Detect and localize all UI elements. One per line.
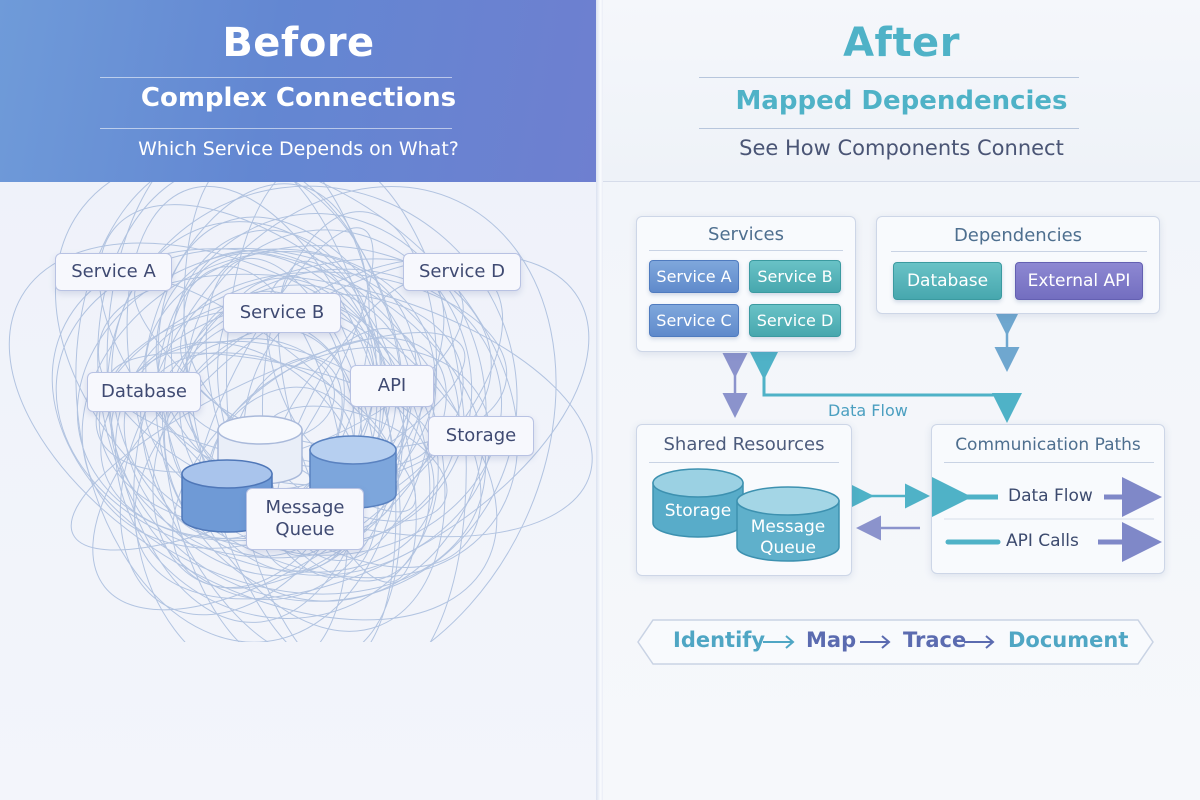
path-data-flow: Data Flow [1008, 486, 1093, 506]
step-identify: Identify [673, 628, 766, 652]
panel-divider [596, 0, 605, 800]
shared-resources-rule [649, 462, 839, 463]
before-header: Before Complex Connections Which Service… [0, 0, 597, 182]
after-title-rule [699, 77, 1079, 78]
after-subtitle: Mapped Dependencies [735, 86, 1068, 116]
after-tagline: See How Components Connect [739, 136, 1064, 160]
dependencies-rule [891, 251, 1147, 252]
data-flow-label: Data Flow [828, 401, 908, 420]
tangle-curve [114, 299, 439, 619]
chip-service-a: Service A [649, 260, 739, 293]
path-arrows [932, 477, 1162, 562]
chip-external-api: External API [1015, 262, 1143, 300]
services-card: Services Service A Service B Service C S… [636, 216, 856, 352]
before-title: Before [222, 20, 375, 66]
tangle-curve [95, 258, 464, 473]
node-api: API [350, 365, 434, 407]
chip-service-c: Service C [649, 304, 739, 337]
shared-resources-card: Shared Resources Storage Message Queue [636, 424, 852, 576]
process-arrow-3 [964, 635, 995, 649]
step-document: Document [1008, 628, 1129, 652]
step-trace: Trace [903, 628, 967, 652]
after-subtitle-rule [699, 128, 1079, 129]
tangle-curve [54, 182, 519, 579]
chip-service-d: Service D [749, 304, 841, 337]
message-queue-label: Message Queue [750, 517, 826, 559]
process-bar [637, 619, 1154, 665]
chip-service-b: Service B [749, 260, 841, 293]
step-map: Map [806, 628, 857, 652]
communication-paths-title: Communication Paths [955, 435, 1141, 455]
before-question: Which Service Depends on What? [138, 138, 459, 160]
resource-cylinders [652, 468, 840, 562]
process-arrow-2 [860, 635, 891, 649]
tangle-curve [106, 185, 518, 602]
process-arrow-1 [763, 635, 795, 649]
dependencies-title: Dependencies [953, 225, 1083, 246]
node-service-b: Service B [223, 293, 341, 333]
services-rule [649, 250, 843, 251]
communication-paths-card: Communication Paths Data Flow API Calls [931, 424, 1165, 574]
before-subtitle: Complex Connections [140, 83, 457, 113]
node-service-d: Service D [403, 253, 521, 291]
data-flow-arrow [749, 350, 1022, 423]
services-title: Services [708, 224, 784, 245]
path-api-calls: API Calls [1006, 531, 1079, 551]
tangle-curve [133, 186, 557, 642]
shared-resources-title: Shared Resources [663, 434, 825, 455]
node-storage: Storage [428, 416, 534, 456]
tangle-curve [155, 213, 487, 602]
tangle-curve [261, 211, 438, 562]
before-panel: Before Complex Connections Which Service… [0, 0, 597, 800]
after-header: After Mapped Dependencies See How Compon… [603, 0, 1200, 182]
storage-label: Storage [664, 501, 732, 521]
after-title: After [843, 20, 960, 66]
before-title-rule [100, 77, 452, 78]
node-database: Database [87, 372, 201, 412]
dependencies-card: Dependencies Database External API [876, 216, 1160, 314]
node-message-queue: Message Queue [246, 488, 364, 550]
chip-database: Database [893, 262, 1002, 300]
tangle-curve [172, 337, 447, 589]
node-service-a: Service A [55, 253, 172, 291]
communication-paths-rule [944, 462, 1154, 463]
before-subtitle-rule [100, 128, 452, 129]
